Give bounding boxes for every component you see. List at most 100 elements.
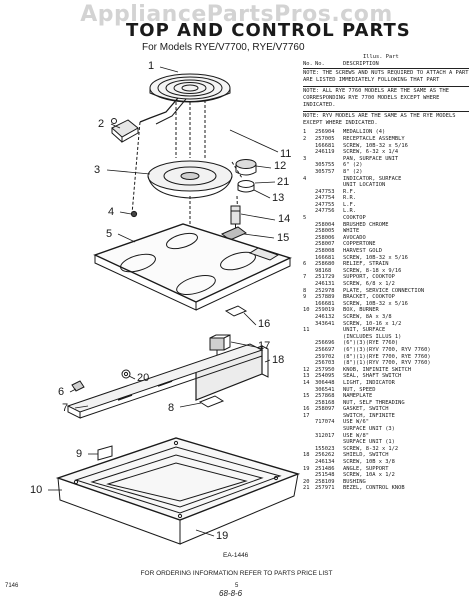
illus-number: 1 <box>303 129 307 136</box>
callout-14: 14 <box>278 213 291 225</box>
part-number <box>315 413 343 420</box>
illus-number <box>303 281 315 288</box>
receptacle-assembly <box>111 118 139 143</box>
part-description: SEAL, SHAFT SWITCH <box>343 373 402 380</box>
parts-row: SURFACE UNIT (1) <box>303 439 469 446</box>
part-description: SCREW, 10-16 x 1/2 <box>343 320 402 327</box>
part-description: (INCLUDES ILLUS 1) <box>343 333 402 340</box>
illus-number <box>303 162 315 169</box>
illus-number: 6 <box>303 261 307 268</box>
legend-note: NOTE: ALL RYE 7760 MODELS ARE THE SAME A… <box>303 86 469 108</box>
callout-10: 10 <box>30 484 43 496</box>
illus-number: 19 <box>303 465 310 472</box>
callout-16: 16 <box>258 318 271 330</box>
callout-15: 15 <box>277 232 290 244</box>
callout-11: 11 <box>280 148 292 160</box>
callout-1: 1 <box>148 60 155 72</box>
part-number: 252978 <box>315 287 335 294</box>
part-description: L.F. <box>343 201 356 208</box>
part-number <box>315 215 343 222</box>
part-description: SCREW, 6-32 x 1/4 <box>343 149 399 156</box>
illus-number: 10 <box>303 307 310 314</box>
part-description: R.R. <box>343 195 356 202</box>
illus-number <box>303 169 315 176</box>
illus-number <box>303 202 315 209</box>
illus-number <box>303 387 315 394</box>
part-number: 251729 <box>315 274 335 281</box>
part-description: SCREW, 10A x 1/2 <box>343 472 395 479</box>
part-number: 258005 <box>315 228 335 235</box>
illus-number <box>303 433 315 440</box>
part-description: KNOB, INFINITE SWITCH <box>343 366 412 373</box>
parts-row: 256696 (6")(3)(RYE 7760) <box>303 340 469 347</box>
illus-number <box>303 143 315 150</box>
legend-notes: NOTE: THE SCREWS AND NUTS REQUIRED TO AT… <box>303 68 469 126</box>
part-description: R.F. <box>343 188 356 195</box>
part-description: SCREW, 8-32 x 1/2 <box>343 445 399 452</box>
part-number: 305755 <box>315 162 335 169</box>
surface-unit-coil <box>139 73 231 125</box>
part-description: USE W/6" <box>343 419 369 426</box>
illus-number: 13 <box>303 373 310 380</box>
part-description: GASKET, SWITCH <box>343 406 389 413</box>
part-description: UNIT, SURFACE <box>343 327 386 334</box>
illus-number <box>303 248 315 255</box>
illus-number <box>303 255 315 262</box>
part-description: COPPERTONE <box>343 241 376 248</box>
callout-21: 21 <box>277 176 290 188</box>
part-number: 251548 <box>315 472 335 479</box>
part-number: 166681 <box>315 254 335 261</box>
part-description: (6")(3)(RYE 7760) <box>343 340 399 347</box>
part-number: 258680 <box>315 261 335 268</box>
callout-3: 3 <box>94 164 101 176</box>
illus-number <box>303 334 315 341</box>
callout-19: 19 <box>216 530 229 542</box>
part-number: 251486 <box>315 465 335 472</box>
part-number: 256703 <box>315 360 335 367</box>
callout-2: 2 <box>98 118 105 130</box>
illus-number <box>303 208 315 215</box>
parts-row: 246132 SCREW, 8A x 3/8 <box>303 314 469 321</box>
illus-number <box>303 235 315 242</box>
part-number: 247753 <box>315 188 335 195</box>
illus-number: 20 <box>303 478 310 485</box>
illus-number <box>303 459 315 466</box>
infinite-switch <box>209 334 231 359</box>
illus-number: 18 <box>303 452 310 459</box>
part-number: 259019 <box>315 307 335 314</box>
page-number: 5 <box>235 583 239 589</box>
part-description: BEZEL, CONTROL KNOB <box>343 485 405 492</box>
part-number: 246132 <box>315 313 335 320</box>
illus-number <box>303 268 315 275</box>
illus-number <box>303 301 315 308</box>
part-description: SCREW, 8A x 3/8 <box>343 313 392 320</box>
part-description: NAMEPLATE <box>343 393 373 400</box>
legend-header-desc: DESCRIPTION <box>343 60 379 67</box>
support-angle <box>66 343 264 419</box>
cooktop <box>93 223 292 311</box>
part-description: SUPPORT, COOKTOP <box>343 274 395 281</box>
illus-number: 2 <box>303 135 307 142</box>
illus-number <box>303 360 315 367</box>
part-description: SURFACE UNIT (3) <box>343 426 395 433</box>
part-number: 256696 <box>315 340 335 347</box>
part-description: ANGLE, SUPPORT <box>343 465 389 472</box>
